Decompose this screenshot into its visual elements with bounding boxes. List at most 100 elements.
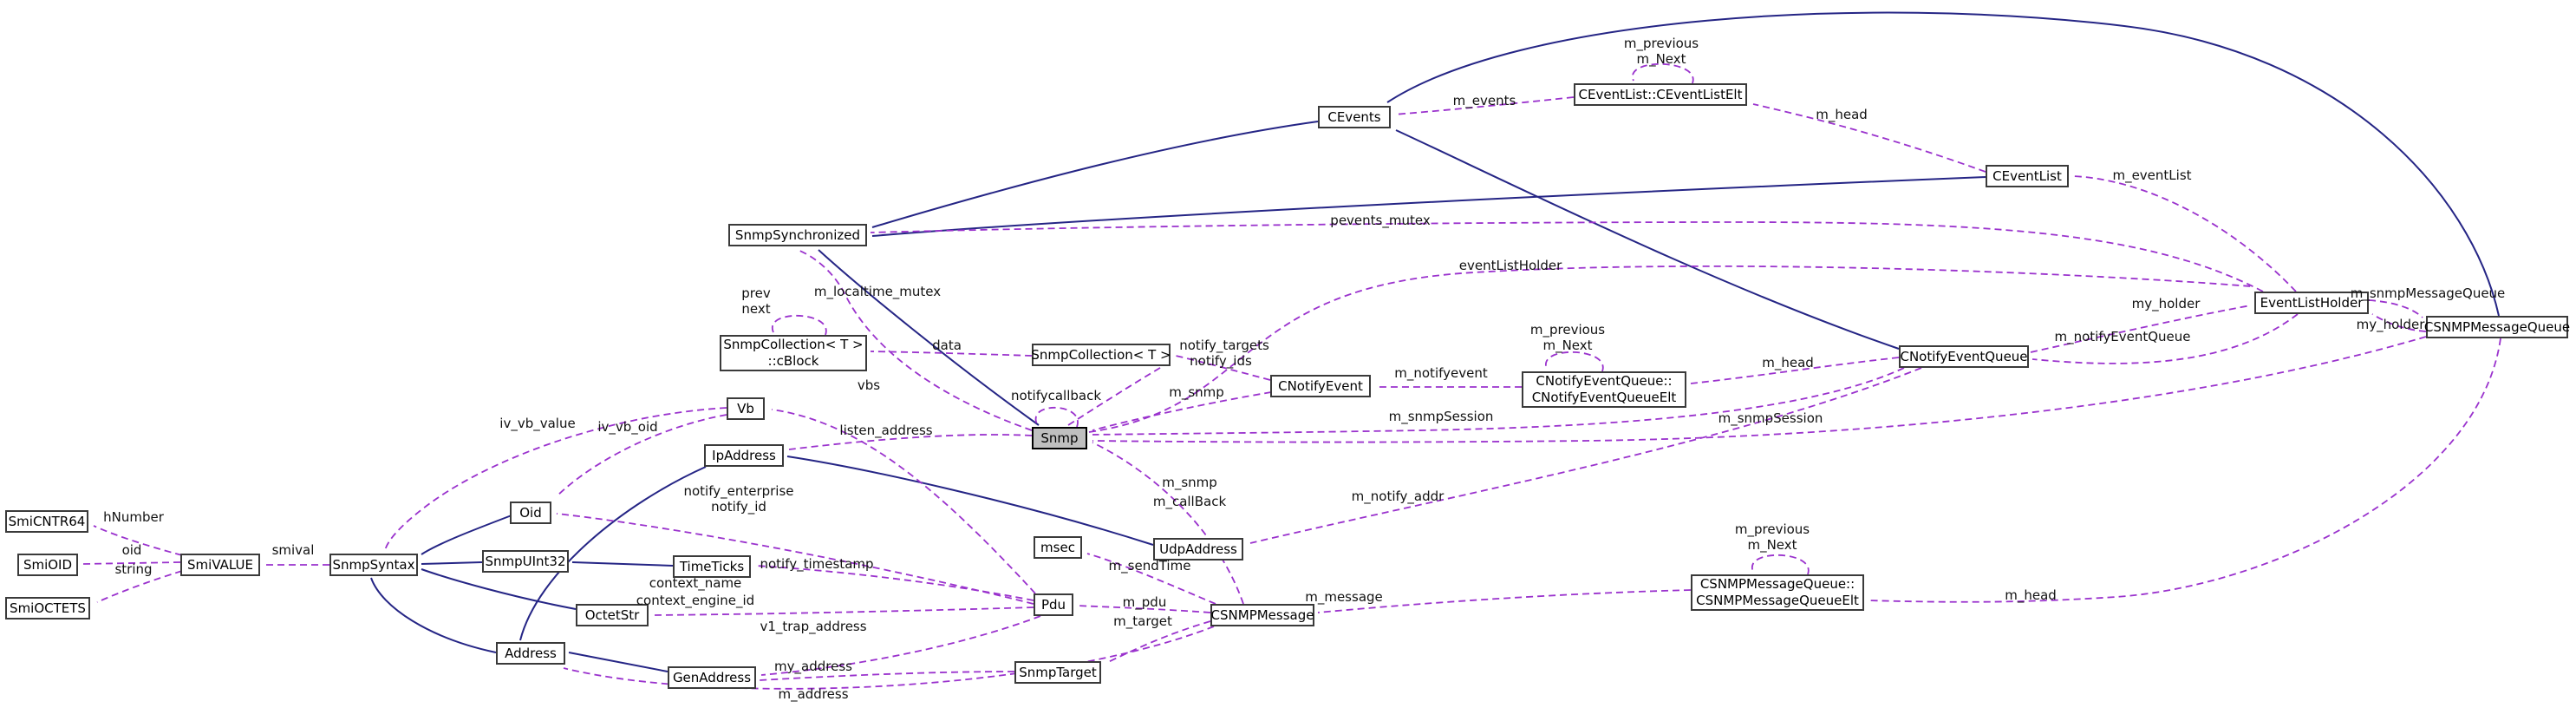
class-node-label-line2: ::cBlock	[767, 353, 819, 369]
class-node-label: SnmpCollection< T >	[723, 337, 864, 353]
edge-label-snmp-to-snmpsynchronized-mutex-0: m_localtime_mutex	[813, 284, 942, 299]
edge-label-cnotifyeventqueueelt-self-0: m_previous	[1529, 322, 1606, 338]
class-node-snmp-syntax[interactable]: SnmpSyntax	[329, 554, 418, 576]
class-node-cnotify-event-queue[interactable]: CNotifyEventQueue	[1899, 345, 2029, 368]
edge-smivalue-to-smioctets	[96, 570, 183, 603]
edge-label-pdu-to-oid-0: notify_enterprise	[683, 483, 794, 499]
edge-label-csnmpmsgqueueelt-self-1: m_Next	[1747, 537, 1797, 553]
class-node-cevent-list[interactable]: CEventList	[1986, 165, 2069, 187]
edge-ceventlistelt-self	[1632, 62, 1694, 84]
edge-label-snmp-to-eventlistholder-0: eventListHolder	[1458, 258, 1562, 273]
class-node-snmp-collection-cblock[interactable]: SnmpCollection< T >::cBlock	[720, 335, 867, 371]
edge-udpaddress-to-ipaddress	[786, 456, 1154, 546]
class-node-label: SnmpSyntax	[332, 556, 415, 573]
edge-label-csnmpmessage-to-snmp-1: m_callBack	[1152, 494, 1227, 509]
class-node-snmp-uint32[interactable]: SnmpUInt32	[482, 550, 569, 573]
class-node-label: CEventList	[1992, 167, 2062, 184]
edge-eventlistholder-to-snmpsynchronized	[870, 221, 2264, 292]
edge-cnotifyeventqueue-to-elt	[1690, 357, 1900, 384]
edge-cnotifyeventqueueelt-self	[1544, 351, 1604, 372]
edge-label-cnotifyeventqueue-to-udpaddress-0: m_notify_addr	[1351, 488, 1445, 504]
edge-label-cblock-self-1: next	[741, 301, 771, 317]
edge-label-pdu-to-vb-0: vbs	[857, 377, 881, 393]
edge-label-vb-to-snmpsyntax-0: iv_vb_value	[499, 416, 576, 431]
edge-label-cnotifyeventqueue-to-eventlistholder-0: my_holder	[2131, 296, 2201, 311]
edge-label-smivalue-to-smioid-0: oid	[121, 542, 142, 558]
edge-msgqueueelt-to-csnmpmessage	[1317, 589, 1692, 613]
edge-csnmpmsgqueue-to-eventlistholder	[2371, 313, 2427, 332]
class-node-label: CNotifyEventQueue	[1900, 348, 2028, 364]
edge-label-csnmpmsgqueue-to-snmp-0: m_snmpSession	[1388, 409, 1494, 424]
class-node-vb[interactable]: Vb	[727, 397, 765, 420]
class-node-cnotify-event-queue-elt[interactable]: CNotifyEventQueue::CNotifyEventQueueElt	[1522, 371, 1686, 408]
class-node-msec[interactable]: msec	[1034, 536, 1082, 559]
edge-label-cnotifyevent-to-snmp-0: m_snmp	[1169, 384, 1224, 400]
class-node-snmp-synchronized[interactable]: SnmpSynchronized	[728, 224, 867, 246]
class-node-csnmp-message-queue-elt[interactable]: CSNMPMessageQueue::CSNMPMessageQueueElt	[1691, 574, 1864, 611]
class-node-udp-address[interactable]: UdpAddress	[1153, 538, 1243, 560]
class-node-ip-address[interactable]: IpAddress	[704, 444, 784, 467]
edge-smivalue-to-smioid	[82, 561, 181, 565]
class-node-snmp-collection[interactable]: SnmpCollection< T >	[1031, 344, 1171, 366]
class-node-octet-str[interactable]: OctetStr	[576, 604, 649, 626]
edge-label-cnotifyevent-to-snmpcollection-a-1: notify_ids	[1190, 353, 1252, 369]
class-node-cevents[interactable]: CEvents	[1318, 106, 1391, 128]
class-node-label: IpAddress	[712, 447, 776, 463]
edge-eventlistholder-to-ceventlist	[2071, 175, 2297, 292]
class-node-csnmp-message-queue[interactable]: CSNMPMessageQueue	[2424, 316, 2570, 338]
class-node-smi-octets[interactable]: SmiOCTETS	[5, 597, 90, 620]
class-node-snmp-target[interactable]: SnmpTarget	[1014, 661, 1101, 684]
class-node-label: CSNMPMessage	[1210, 606, 1314, 623]
edge-cnotifyeventqueue-to-cevents	[1395, 129, 1900, 350]
class-node-smi-value[interactable]: SmiVALUE	[180, 554, 260, 576]
class-node-event-list-holder[interactable]: EventListHolder	[2254, 292, 2369, 314]
edge-label-csnmpmessage-to-pdu-0: m_pdu	[1122, 594, 1167, 610]
edge-label-snmpsyntax-to-smivalue-0: smival	[271, 542, 315, 558]
class-node-time-ticks[interactable]: TimeTicks	[673, 555, 751, 578]
edge-csnmpmessage-to-address	[563, 626, 1215, 690]
edge-label-elt-to-cnotifyevent-0: m_notifyevent	[1394, 365, 1488, 381]
edge-label-pdu-to-octetstr-0: context_name	[649, 575, 742, 591]
edge-ipaddress-to-address	[519, 466, 707, 641]
edge-snmp-self	[1034, 406, 1079, 428]
class-node-oid[interactable]: Oid	[510, 502, 551, 524]
class-node-label: SnmpCollection< T >	[1031, 346, 1171, 363]
edge-label-vb-to-oid-0: iv_vb_oid	[597, 419, 658, 435]
edge-ceventlist-to-ceventlistelt	[1752, 103, 1986, 173]
class-node-gen-address[interactable]: GenAddress	[668, 666, 756, 689]
edge-ceventlist-to-snmpsynchronized	[871, 176, 1986, 237]
edge-ceventlistelt-to-cevents	[1393, 96, 1575, 115]
class-node-label: SnmpUInt32	[485, 553, 566, 569]
class-node-label: Snmp	[1040, 429, 1079, 446]
edge-csnmpmsgqueueelt-self	[1751, 554, 1810, 575]
edge-csnmpmessage-to-snmptarget	[1105, 620, 1211, 664]
class-node-label: SnmpTarget	[1019, 664, 1097, 680]
edge-snmp-to-ipaddress	[788, 434, 1033, 450]
edge-oid-to-snmpsyntax	[421, 515, 512, 555]
edge-timeticks-to-snmpuint32	[571, 561, 674, 567]
class-node-cnotify-event[interactable]: CNotifyEvent	[1270, 375, 1371, 397]
edge-cnotifyeventqueue-to-udpaddress	[1249, 367, 1922, 544]
edge-label-ceventlist-to-ceventlistelt-0: m_head	[1816, 107, 1868, 122]
edge-label-csnmpmessage-to-address-0: m_address	[778, 686, 849, 702]
edge-label-ceventlistelt-self-1: m_Next	[1636, 51, 1686, 67]
edge-label-csnmpmsgqueue-to-eventlistholder-0: my_holder	[2356, 317, 2425, 332]
edge-address-to-snmpsyntax	[370, 577, 497, 653]
class-node-csnmp-message[interactable]: CSNMPMessage	[1210, 604, 1314, 626]
class-node-address[interactable]: Address	[496, 642, 565, 665]
edge-label-csnmpmessage-to-snmp-0: m_snmp	[1162, 475, 1217, 490]
edge-label-cnotifyeventqueue-to-snmp-0: m_snmpSession	[1718, 410, 1823, 426]
edge-label-snmpcollection-to-cblock-0: data	[932, 338, 962, 353]
edge-label-cnotifyevent-to-snmpcollection-a-0: notify_targets	[1179, 338, 1269, 353]
edge-cnotifyeventqueue-to-snmp	[1092, 367, 1905, 436]
edge-label-csnmpmessage-to-msec-0: m_sendTime	[1108, 558, 1191, 574]
class-node-pdu[interactable]: Pdu	[1034, 593, 1073, 616]
class-node-snmp[interactable]: Snmp	[1032, 427, 1087, 449]
class-node-smi-oid[interactable]: SmiOID	[17, 554, 78, 576]
class-node-smi-cntr64[interactable]: SmiCNTR64	[5, 510, 88, 533]
edge-csnmpmessage-to-snmp	[1092, 442, 1244, 605]
edge-label-ceventlistelt-self-0: m_previous	[1623, 36, 1699, 51]
class-node-cevent-list-elt[interactable]: CEventList::CEventListElt	[1574, 83, 1747, 106]
